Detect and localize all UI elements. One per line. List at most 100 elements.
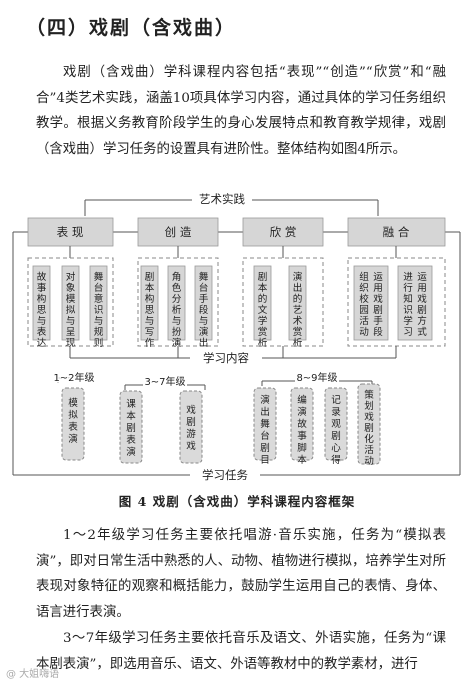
svg-text:戏: 戏 [186, 440, 196, 452]
svg-text:进: 进 [403, 272, 413, 283]
svg-text:演: 演 [172, 337, 182, 349]
svg-text:记: 记 [331, 394, 341, 406]
svg-text:观: 观 [331, 419, 341, 430]
svg-text:剧: 剧 [126, 423, 136, 434]
svg-text:习: 习 [403, 327, 413, 338]
svg-text:演: 演 [126, 446, 136, 458]
svg-text:校: 校 [359, 293, 369, 305]
learning-content-label: 学习内容 [203, 351, 249, 365]
svg-text:手: 手 [373, 315, 383, 327]
svg-text:戏: 戏 [186, 404, 196, 416]
svg-text:课: 课 [126, 399, 136, 410]
svg-text:脚: 脚 [297, 443, 307, 454]
svg-text:的: 的 [293, 293, 303, 305]
svg-text:目: 目 [260, 455, 270, 466]
svg-text:出: 出 [260, 406, 270, 418]
svg-text:意: 意 [94, 293, 104, 305]
svg-text:规: 规 [94, 327, 104, 338]
svg-text:构: 构 [145, 293, 155, 305]
svg-text:与: 与 [37, 316, 47, 327]
practice-header-xinshang: 欣 赏 [242, 217, 324, 247]
svg-text:赏: 赏 [258, 326, 268, 338]
svg-text:剧: 剧 [373, 305, 383, 316]
svg-text:演: 演 [293, 271, 303, 283]
section-heading: （四）戏剧（含戏曲） [26, 17, 237, 39]
svg-text:剧: 剧 [260, 443, 270, 454]
svg-text:本: 本 [258, 282, 268, 294]
grade-label-3-7: 3~7年级 [144, 375, 185, 388]
svg-text:剧: 剧 [145, 272, 155, 283]
practice-header-ronghe: 融 合 [347, 217, 446, 247]
intro-paragraph: 戏剧（含戏曲）学科课程内容包括“表现”“创造”“欣赏”和“融合”4类艺术实践，涵… [36, 65, 446, 157]
svg-text:事: 事 [297, 430, 307, 442]
svg-text:创 造: 创 造 [165, 225, 192, 239]
svg-text:故: 故 [37, 271, 47, 283]
svg-text:游: 游 [186, 428, 196, 440]
svg-text:文: 文 [258, 304, 268, 316]
svg-text:舞: 舞 [199, 272, 209, 283]
svg-text:与: 与 [145, 316, 155, 327]
svg-text:剧: 剧 [364, 423, 374, 434]
svg-text:模: 模 [66, 293, 76, 305]
svg-text:欣 赏: 欣 赏 [270, 225, 297, 239]
svg-text:术: 术 [293, 315, 303, 327]
svg-text:本: 本 [297, 454, 307, 466]
svg-text:拟: 拟 [66, 304, 76, 316]
svg-text:与: 与 [172, 316, 182, 327]
svg-text:运: 运 [417, 272, 427, 283]
svg-text:戏: 戏 [364, 411, 374, 423]
svg-text:得: 得 [331, 454, 341, 466]
task-item: 课本剧表演 [119, 390, 143, 464]
svg-text:演: 演 [260, 394, 270, 406]
svg-text:角: 角 [172, 271, 182, 283]
svg-text:活: 活 [364, 444, 374, 456]
svg-text:赏: 赏 [293, 326, 303, 338]
svg-text:作: 作 [145, 337, 155, 349]
svg-text:心: 心 [331, 443, 341, 454]
svg-text:运: 运 [373, 272, 383, 283]
svg-text:台: 台 [199, 282, 209, 294]
practice-header-biaoxian: 表 现 [27, 217, 114, 247]
svg-text:融 合: 融 合 [383, 225, 410, 239]
svg-text:表: 表 [68, 421, 78, 433]
svg-text:扮: 扮 [172, 326, 182, 338]
svg-text:演: 演 [199, 326, 209, 338]
svg-text:的: 的 [258, 293, 268, 305]
svg-text:策: 策 [364, 389, 374, 401]
svg-text:本: 本 [145, 282, 155, 294]
svg-text:象: 象 [66, 282, 76, 294]
svg-text:段: 段 [199, 304, 209, 316]
svg-text:达: 达 [37, 337, 47, 349]
svg-text:用: 用 [373, 283, 383, 294]
svg-text:对: 对 [66, 271, 76, 283]
task-item: 模拟表演 [61, 387, 85, 461]
svg-text:分: 分 [172, 294, 182, 305]
figure-caption: 图 4 戏剧（含戏曲）学科课程内容框架 [118, 494, 356, 509]
svg-text:台: 台 [260, 430, 270, 442]
svg-text:学: 学 [258, 315, 268, 327]
practice-header-chuangzao: 创 造 [137, 217, 219, 247]
svg-text:出: 出 [293, 282, 303, 294]
svg-text:出: 出 [199, 337, 209, 349]
svg-text:舞: 舞 [94, 272, 104, 283]
svg-text:组: 组 [359, 271, 369, 283]
svg-text:剧: 剧 [417, 305, 427, 316]
svg-text:模: 模 [68, 397, 78, 409]
svg-text:色: 色 [172, 282, 182, 294]
svg-text:识: 识 [94, 304, 104, 316]
svg-text:式: 式 [417, 326, 427, 338]
svg-text:录: 录 [331, 407, 341, 418]
svg-text:则: 则 [94, 337, 104, 349]
svg-text:剧: 剧 [331, 431, 341, 442]
grade-label-8-9: 8~9年级 [296, 371, 337, 384]
